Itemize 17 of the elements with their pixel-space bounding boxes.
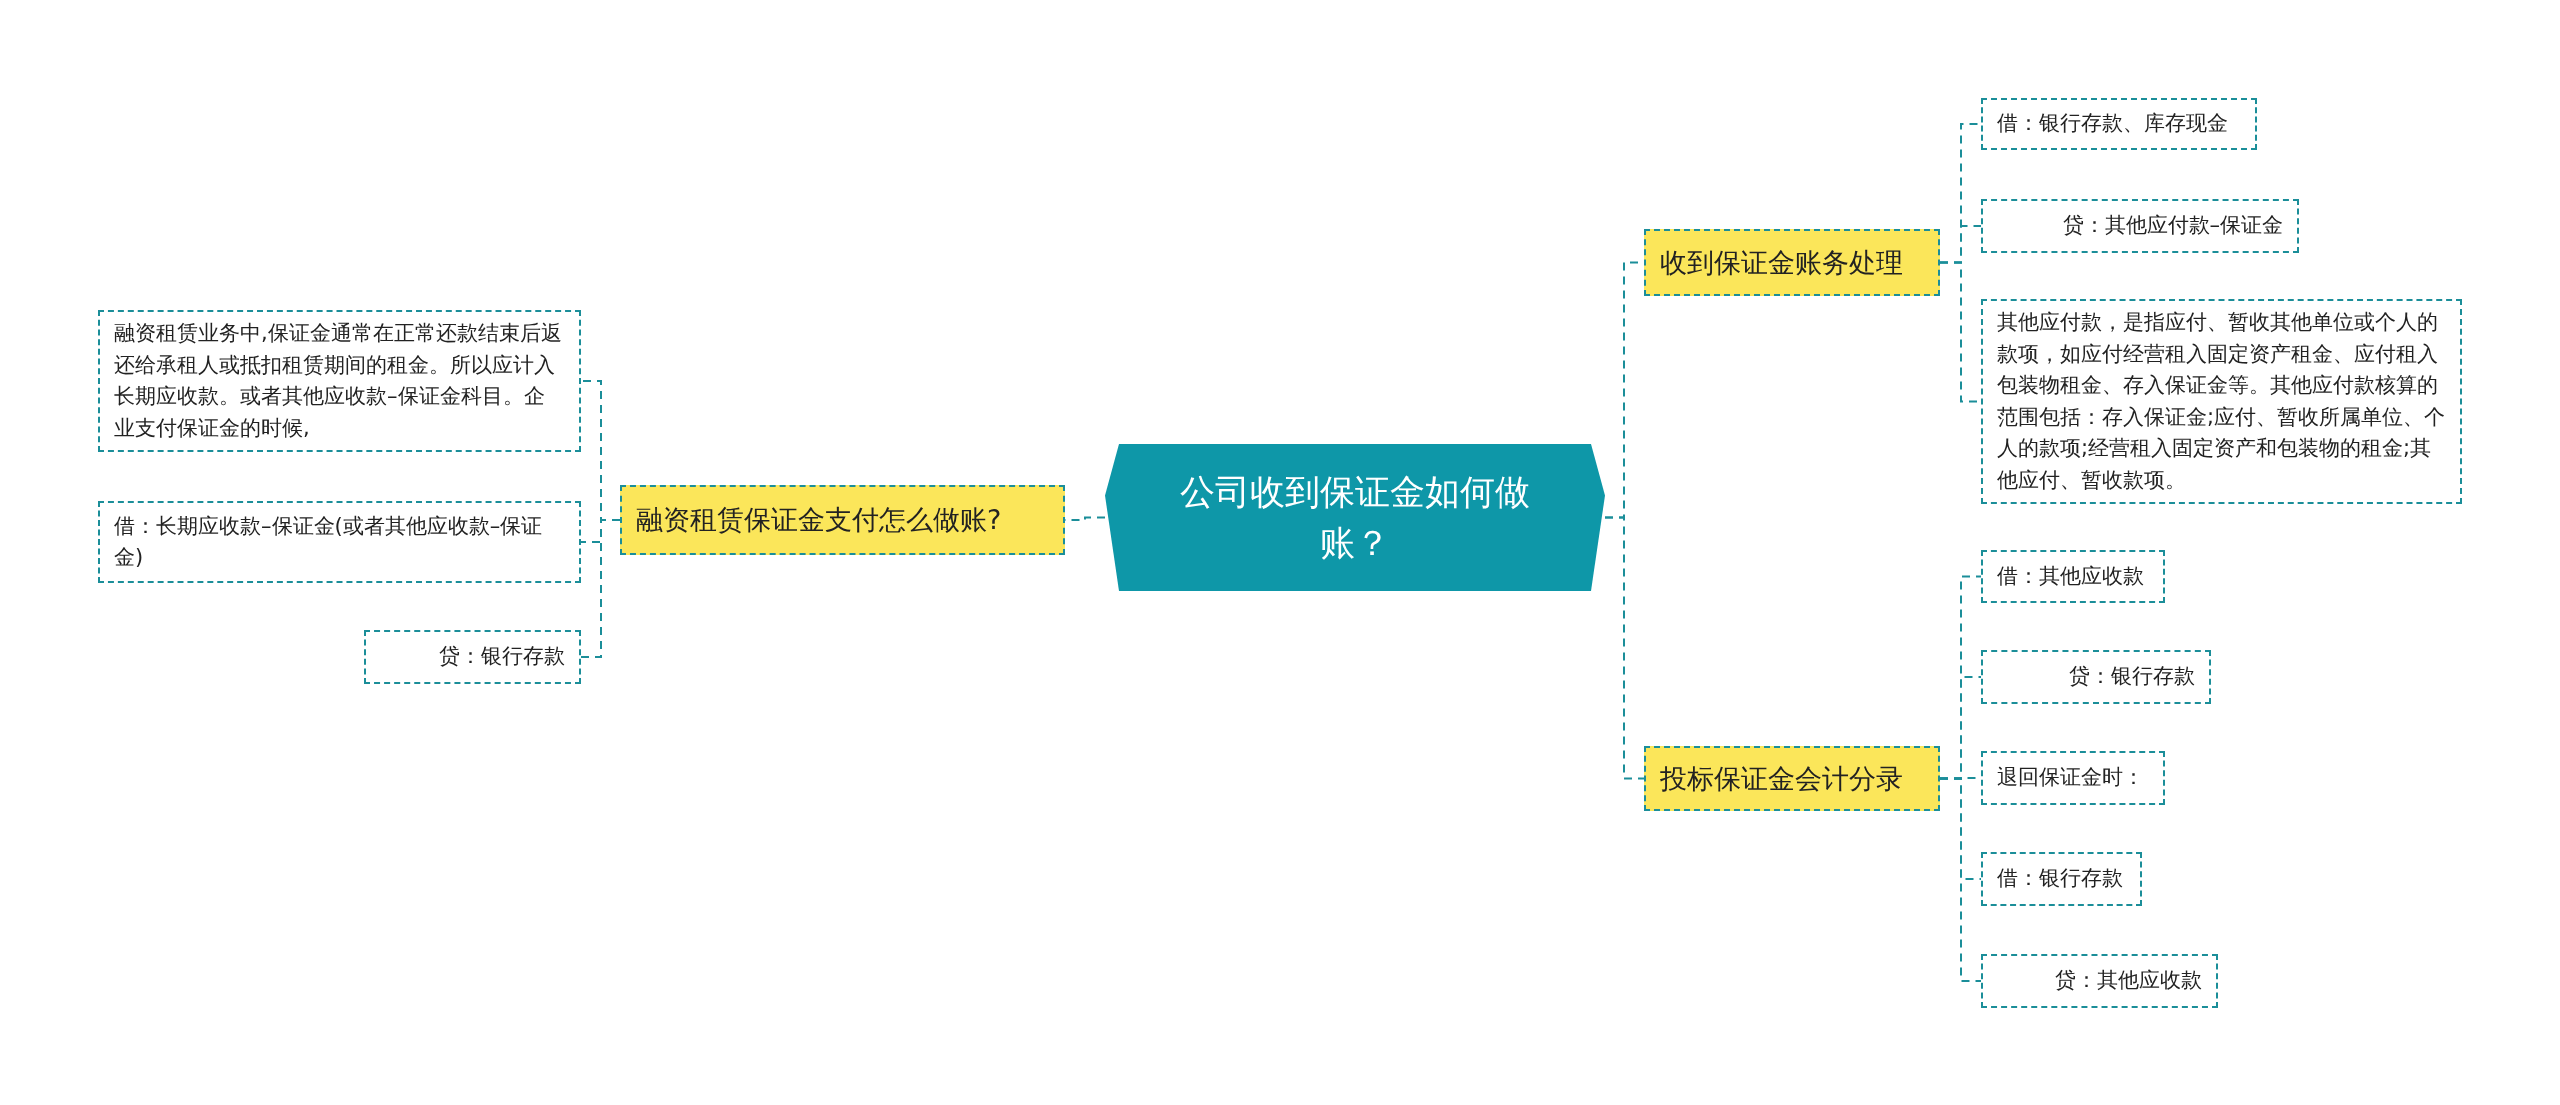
connector-line: [580, 519, 621, 658]
note-box: 借：银行存款: [1981, 852, 2142, 906]
connector-line: [1939, 777, 1982, 982]
note-box: 借：长期应收款–保证金(或者其他应收款–保证金): [98, 501, 581, 583]
connector-line: [1604, 516, 1645, 780]
branch-box: 融资租赁保证金支付怎么做账?: [620, 485, 1065, 555]
note-box: 借：其他应收款: [1981, 550, 2165, 603]
note-box: 贷：其他应付款–保证金: [1981, 199, 2299, 253]
note-box: 贷：银行存款: [1981, 650, 2211, 704]
note-box: 借：银行存款、库存现金: [1981, 98, 2257, 150]
note-box: 融资租赁业务中,保证金通常在正常还款结束后返还给承租人或抵扣租赁期间的租金。所以应计入长期应收款。或者其他应收款–保证金科目。企业支付保证金的时候,: [98, 310, 581, 452]
branch-box: 收到保证金账务处理: [1644, 229, 1940, 296]
note-box: 退回保证金时：: [1981, 751, 2165, 805]
note-box: 贷：银行存款: [364, 630, 581, 684]
branch-box: 投标保证金会计分录: [1644, 746, 1940, 811]
note-box: 贷：其他应收款: [1981, 954, 2218, 1008]
note-box: 其他应付款，是指应付、暂收其他单位或个人的款项，如应付经营租入固定资产租金、应付租入包装物租金、存入保证金等。其他应付款核算的范围包括：存入保证金;应付、暂收所属单位、个人的款项;经营租入固定资产和包装物的租金;其他应付、暂收款项。: [1981, 299, 2462, 504]
